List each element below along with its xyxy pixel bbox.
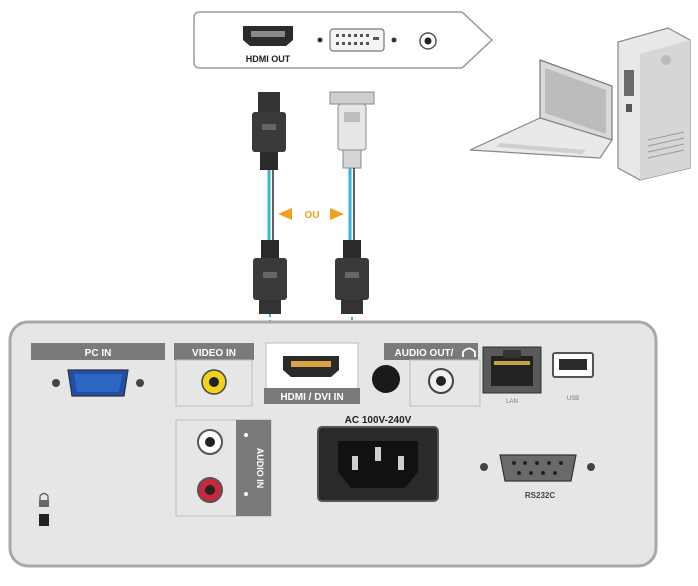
audio-in-indicator-icon — [244, 433, 248, 496]
usb-label: USB — [567, 396, 579, 402]
kensington-lock-icon — [39, 492, 49, 526]
hdmi-dvi-in-label: HDMI / DVI IN — [280, 392, 343, 403]
audio-out-section: AUDIO OUT/ — [384, 343, 481, 407]
ac-power-label: AC 100V-240V — [345, 415, 412, 426]
pc-in-section: PC IN — [31, 343, 165, 397]
desktop-tower-icon — [617, 27, 691, 181]
or-label: OU — [305, 210, 320, 221]
laptop-icon — [469, 59, 613, 159]
audio-out-label: AUDIO OUT/ — [395, 348, 454, 359]
audio-in-section: AUDIO IN — [175, 419, 272, 517]
audio-out-jack-icon — [419, 32, 437, 50]
pc-in-label: PC IN — [85, 348, 112, 359]
rs232c-section: RS232C — [480, 454, 595, 500]
hdmi-out-port-icon — [243, 26, 293, 46]
audio-in-white-jack-icon — [197, 429, 223, 455]
audio-in-label: AUDIO IN — [255, 448, 265, 489]
hdmi-dvi-in-section: HDMI / DVI IN — [264, 342, 360, 404]
lan-port-section: LAN — [482, 346, 542, 405]
hdmi-out-label: HDMI OUT — [246, 54, 291, 64]
source-output-card: HDMI OUT — [193, 11, 494, 69]
lan-label: LAN — [506, 399, 518, 405]
dvi-out-port-icon — [317, 28, 397, 52]
or-indicator: OU — [278, 208, 344, 221]
video-in-label: VIDEO IN — [192, 348, 236, 359]
round-black-port-icon — [372, 365, 400, 393]
headphone-icon — [462, 347, 476, 357]
hdmi-in-port-icon — [283, 356, 339, 377]
video-in-jack-icon — [201, 369, 227, 395]
audio-in-red-jack-icon — [197, 477, 223, 503]
ac-power-section: AC 100V-240V — [317, 415, 439, 502]
usb-port-section: USB — [552, 352, 594, 402]
hdmi-cable — [252, 92, 287, 314]
vga-port-icon — [52, 369, 144, 397]
ac-inlet-icon — [338, 441, 418, 488]
rs232c-label: RS232C — [525, 491, 555, 500]
video-in-section: VIDEO IN — [174, 343, 254, 407]
audio-out-jack-icon — [428, 368, 454, 394]
dvi-hdmi-cable — [329, 91, 375, 314]
rs232c-port-icon — [499, 454, 577, 482]
